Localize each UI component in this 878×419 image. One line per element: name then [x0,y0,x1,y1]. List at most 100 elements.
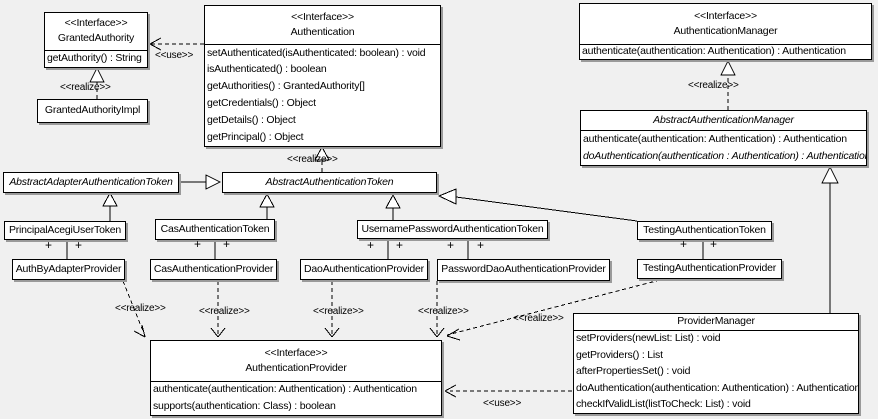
method-row: authenticate(authentication: Authenticat… [582,45,846,58]
stereotype-label: <<Interface>> [264,346,328,359]
realize-edge-grantedauthorityimpl [89,66,105,99]
edge-label-realize-abstractauthenticationmanager: <<realize>> [688,80,739,91]
class-name: ProviderManager [677,315,755,328]
generalization-adapter-token-to-abstract-token [179,174,222,190]
plus-multiplicity-label: + [680,237,687,251]
class-title: TestingAuthenticationToken [638,222,771,239]
class-title: PasswordDaoAuthenticationProvider [438,260,609,280]
class-name: CasAuthenticationProvider [153,262,274,275]
class-box-granted-authority-impl[interactable]: GrantedAuthorityImpl [37,99,148,123]
class-title: <<Interface>> AuthenticationManager [580,4,871,45]
edge-label-realize-abstractauthenticationtoken: <<realize>> [287,154,338,165]
methods-compartment: authenticate(authentication: Authenticat… [581,131,866,165]
realize-edge-daoauthenticationprovider [324,281,340,338]
class-box-abstract-adapter-authentication-token[interactable]: AbstractAdapterAuthenticationToken [3,172,179,193]
method-row: supports(authentication: Class) : boolea… [153,399,336,412]
methods-compartment: authenticate(authentication: Authenticat… [580,45,871,59]
plus-multiplicity-label: + [75,238,82,252]
edge-label-realize-daoauthenticationprovider: <<realize>> [313,306,364,317]
generalization-principalacegiusertoken [102,191,118,221]
class-name: AbstractAuthenticationToken [265,175,394,188]
class-box-dao-authentication-provider[interactable]: DaoAuthenticationProvider [300,259,428,280]
method-row: authenticate(authentication: Authenticat… [153,383,417,396]
class-box-granted-authority[interactable]: <<Interface>> GrantedAuthority getAuthorit… [44,12,148,68]
class-name: AuthenticationManager [673,24,778,37]
method-row: getProviders() : List [576,348,663,361]
stereotype-label: <<Interface>> [291,10,354,23]
class-title: <<Interface>> GrantedAuthority [45,13,147,51]
class-title: <<Interface>> Authentication [205,6,440,45]
class-name: TestingAuthenticationProvider [642,262,777,275]
class-box-provider-manager[interactable]: ProviderManager setProviders(newList: Lis… [573,313,859,414]
class-title: CasAuthenticationToken [156,220,274,239]
class-title: PrincipalAcegiUserToken [5,222,125,239]
class-box-username-password-authentication-token[interactable]: UsernamePasswordAuthenticationToken [357,220,548,239]
methods-compartment: authenticate(authentication: Authenticat… [151,382,441,415]
class-box-cas-authentication-token[interactable]: CasAuthenticationToken [155,219,275,240]
stereotype-label: <<Interface>> [694,9,757,22]
edge-label-realize-passworddaoauthenticationprovider: <<realize>> [418,306,469,317]
stereotype-label: <<Interface>> [64,17,128,30]
class-name: GrantedAuthority [57,32,135,44]
plus-multiplicity-label: + [223,237,230,251]
class-box-auth-by-adapter-provider[interactable]: AuthByAdapterProvider [12,259,125,280]
class-box-cas-authentication-provider[interactable]: CasAuthenticationProvider [150,259,277,280]
method-row: getCredentials() : Object [207,97,316,110]
class-name: CasAuthenticationToken [160,222,270,235]
method-row: afterPropertiesSet() : void [576,365,691,378]
class-box-testing-authentication-token[interactable]: TestingAuthenticationToken [637,221,772,240]
realize-edge-authbyadapterprovider [122,280,146,338]
edge-label-realize-testingauthenticationprovider: <<realize>> [513,313,564,324]
method-row: doAuthentication(authentication: Authent… [576,381,858,394]
method-row: authenticate(authentication: Authenticat… [583,132,847,145]
method-row: checkIfValidList(listToCheck: List) : vo… [576,398,751,411]
class-name: Authentication [290,25,355,38]
edge-label-realize-authbyadapterprovider: <<realize>> [115,303,166,314]
class-title: ProviderManager [574,314,858,331]
class-box-abstract-authentication-token[interactable]: AbstractAuthenticationToken [222,172,437,193]
class-box-authentication-provider[interactable]: <<Interface>> AuthenticationProvider authe… [150,340,442,416]
class-box-authentication[interactable]: <<Interface>> Authentication setAuthentica… [204,5,441,147]
generalization-casauthenticationtoken [259,192,275,219]
method-row: getAuthorities() : GrantedAuthority[] [207,80,365,93]
methods-compartment: getAuthority() : String [45,51,147,67]
edge-label-use-authentication-grantedauthority: <<use>> [155,50,194,61]
method-row: getPrincipal() : Object [207,130,304,143]
class-box-authentication-manager[interactable]: <<Interface>> AuthenticationManager authen… [579,3,872,60]
plus-multiplicity-label: + [367,238,374,252]
class-name: AbstractAdapterAuthenticationToken [9,175,173,188]
edge-label-realize-grantedauthorityimpl: <<realize>> [60,82,111,93]
method-row: setProviders(newList: List) : void [576,332,721,345]
generalization-providermanager [821,165,839,313]
use-edge-providermanager-authenticationprovider [444,384,572,398]
class-name: AbstractAuthenticationManager [653,113,794,126]
plus-multiplicity-label: + [477,238,484,252]
class-name: PasswordDaoAuthenticationProvider [441,263,606,276]
generalization-usernamepasswordtoken [385,193,401,220]
class-title: <<Interface>> AuthenticationProvider [151,341,441,382]
class-title: CasAuthenticationProvider [151,260,276,279]
plus-multiplicity-label: + [194,237,201,251]
realize-edge-casauthenticationprovider [210,281,226,338]
class-title: DaoAuthenticationProvider [301,260,427,279]
methods-compartment: setAuthenticated(isAuthenticated: boolea… [205,45,440,146]
class-box-password-dao-authentication-provider[interactable]: PasswordDaoAuthenticationProvider [437,259,610,281]
class-name: TestingAuthenticationToken [643,223,766,236]
class-box-principal-acegi-user-token[interactable]: PrincipalAcegiUserToken [4,221,126,240]
method-row: getAuthority() : String [47,52,142,65]
class-name: AuthenticationProvider [245,361,347,374]
method-row: getDetails() : Object [207,113,296,126]
plus-multiplicity-label: + [447,238,454,252]
class-title: UsernamePasswordAuthenticationToken [358,221,547,238]
class-title: AbstractAdapterAuthenticationToken [4,173,178,192]
method-row: setAuthenticated(isAuthenticated: boolea… [207,46,426,59]
method-row: isAuthenticated() : boolean [207,63,327,76]
class-title: TestingAuthenticationProvider [638,260,781,278]
class-box-testing-authentication-provider[interactable]: TestingAuthenticationProvider [637,259,782,279]
methods-compartment: setProviders(newList: List) : void getPro… [574,331,858,413]
edge-label-realize-casauthenticationprovider: <<realize>> [199,306,250,317]
class-box-abstract-authentication-manager[interactable]: AbstractAuthenticationManager authenticat… [580,110,867,166]
class-title: GrantedAuthorityImpl [38,100,147,122]
